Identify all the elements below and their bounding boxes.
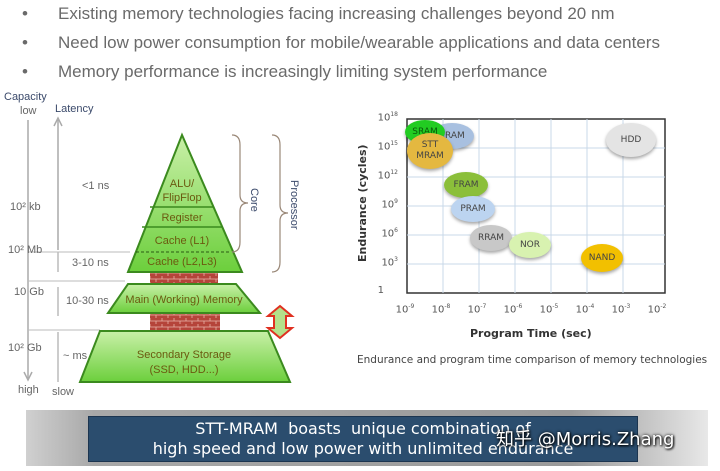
y-tick: 106 xyxy=(381,227,398,240)
x-tick: 10-7 xyxy=(467,303,487,316)
latency-mark-4: ~ ms xyxy=(63,350,88,362)
x-tick: 10-3 xyxy=(611,303,631,316)
capacity-mark-3: 10 Gb xyxy=(14,286,44,298)
bubble-hdd: HDD xyxy=(606,123,656,157)
bubble-nand: NAND xyxy=(581,244,623,272)
brace-core-label: Core xyxy=(248,188,260,212)
double-arrow-icon xyxy=(265,304,295,340)
x-tick: 10-9 xyxy=(395,303,415,316)
bubble-rram: RRAM xyxy=(470,225,512,251)
level-flipflop: FlipFlop xyxy=(162,192,202,204)
capacity-mark-4: 10² Gb xyxy=(8,342,42,354)
level-secondary-storage: Secondary Storage xyxy=(136,349,232,361)
level-cache-l1: Cache (L1) xyxy=(154,235,210,247)
banner-line-1: STT-MRAM boasts unique combination of xyxy=(195,419,531,438)
capacity-mark-2: 10² Mb xyxy=(8,244,43,256)
y-tick: 1015 xyxy=(377,140,398,153)
bullet-text: Existing memory technologies facing incr… xyxy=(58,4,615,23)
x-tick: 10-6 xyxy=(503,303,523,316)
x-axis-label: Program Time (sec) xyxy=(470,327,592,340)
banner: STT-MRAM boasts unique combination of hi… xyxy=(88,416,638,462)
bullet-3: •Memory performance is increasingly limi… xyxy=(22,62,548,81)
x-tick: 10-4 xyxy=(575,303,595,316)
level-register: Register xyxy=(161,212,203,224)
level-main-memory: Main (Working) Memory xyxy=(125,294,243,306)
bullet-2: •Need low power consumption for mobile/w… xyxy=(22,33,660,52)
bullet-text: Need low power consumption for mobile/we… xyxy=(58,33,660,52)
y-tick: 1018 xyxy=(377,111,398,124)
hierarchy-axes-and-shapes xyxy=(23,116,295,383)
latency-label: Latency xyxy=(55,103,94,115)
level-secondary-storage-sub: (SSD, HDD...) xyxy=(149,364,219,376)
y-tick: 109 xyxy=(381,198,398,211)
bubble-nor: NOR xyxy=(509,232,551,258)
capacity-low-label: low xyxy=(20,105,37,117)
level-cache-l2-l3: Cache (L2,L3) xyxy=(147,256,217,268)
capacity-high-label: high xyxy=(18,384,39,396)
latency-mark-2: 3-10 ns xyxy=(72,257,109,269)
chart-caption: Endurance and program time comparison of… xyxy=(357,354,708,366)
watermark: 知乎 @Morris.Zhang xyxy=(496,429,675,450)
capacity-label: Capacity xyxy=(4,91,47,103)
x-tick: 10-2 xyxy=(647,303,667,316)
bubble-pram: PRAM xyxy=(451,196,495,222)
banner-line-2: high speed and low power with unlimited … xyxy=(152,439,574,458)
y-tick: 1012 xyxy=(377,169,398,182)
x-tick: 10-8 xyxy=(431,303,451,316)
bubble-fram: FRAM xyxy=(444,172,488,198)
bullet-text: Memory performance is increasingly limit… xyxy=(58,62,548,81)
level-alu: ALU/ xyxy=(169,178,195,190)
latency-slow-label: slow xyxy=(52,386,75,398)
y-tick: 1 xyxy=(377,285,384,296)
y-axis-label: Endurance (cycles) xyxy=(356,144,369,262)
latency-mark-3: 10-30 ns xyxy=(66,295,109,307)
x-tick: 10-5 xyxy=(539,303,559,316)
y-tick: 103 xyxy=(381,256,398,269)
latency-mark-1: <1 ns xyxy=(82,180,110,192)
capacity-mark-1: 10² kb xyxy=(10,201,41,213)
brace-processor-label: Processor xyxy=(288,180,300,230)
bullet-1: •Existing memory technologies facing inc… xyxy=(22,4,615,23)
